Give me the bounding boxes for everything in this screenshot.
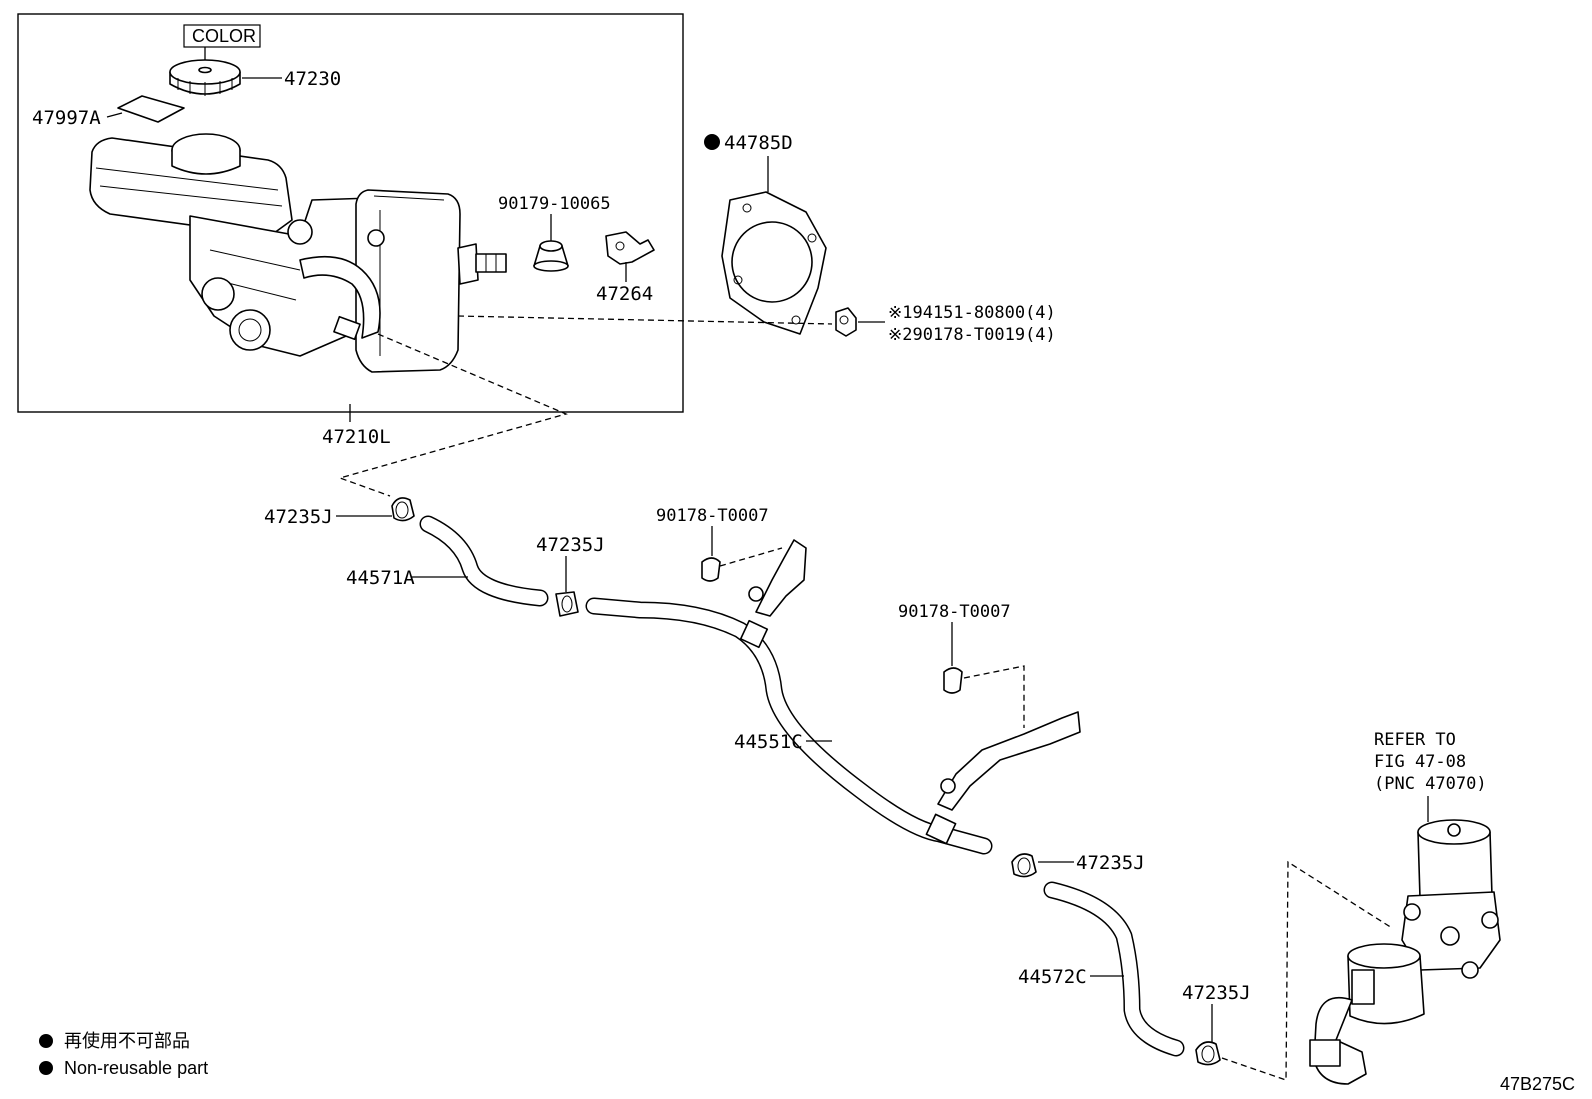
label-44572C: 44572C — [1018, 966, 1087, 988]
non-reusable-marker-icon — [704, 134, 720, 150]
color-tag: COLOR — [192, 26, 256, 46]
legend-line-en: Non-reusable part — [64, 1058, 208, 1078]
hose-clip-icon — [1195, 1041, 1221, 1066]
hose-clip-icon — [555, 591, 579, 617]
label-47235J-d: 47235J — [1182, 982, 1251, 1004]
label-47210L: 47210L — [322, 426, 391, 448]
label-44785D: 44785D — [724, 132, 793, 154]
figure-code: 47B275C — [1500, 1074, 1575, 1094]
hose-clip-icon — [391, 497, 415, 522]
legend-bullet-icon — [39, 1061, 53, 1075]
vacuum-pump-icon — [1309, 819, 1501, 1085]
bracket-icon — [605, 231, 655, 265]
tube-bracket-icon — [937, 711, 1081, 811]
vacuum-tube-44551C-icon — [585, 597, 993, 855]
hose-clip-icon — [1011, 853, 1037, 878]
reservoir-cap-icon — [169, 59, 241, 96]
nut-icon — [533, 240, 569, 272]
refer-note-line3: (PNC 47070) — [1374, 774, 1487, 794]
label-47235J-c: 47235J — [1076, 852, 1145, 874]
label-47997A: 47997A — [32, 107, 101, 129]
label-plate-icon — [117, 95, 185, 123]
label-47235J-a: 47235J — [264, 506, 333, 528]
label-44551C: 44551C — [734, 731, 803, 753]
refer-note-line1: REFER TO — [1374, 730, 1456, 750]
legend-line-jp: 再使用不可部品 — [64, 1031, 190, 1051]
brake-booster-assembly-icon — [89, 133, 507, 373]
label-44571A: 44571A — [346, 567, 415, 589]
flange-nut-icon — [835, 307, 857, 337]
label-47235J-b: 47235J — [536, 534, 605, 556]
label-94151-80800: ※194151-80800(4) — [888, 303, 1056, 323]
refer-note-line2: FIG 47-08 — [1374, 752, 1466, 772]
legend-bullet-icon — [39, 1034, 53, 1048]
label-90178-T0007-a: 90178-T0007 — [656, 506, 769, 526]
vacuum-hose-44571A-icon — [419, 515, 549, 607]
vacuum-hose-44572C-icon — [1043, 881, 1185, 1057]
label-47230: 47230 — [284, 68, 341, 90]
clip-nut-icon — [943, 667, 963, 694]
label-47264: 47264 — [596, 283, 653, 305]
gasket-icon — [721, 191, 827, 335]
label-90179-10065: 90179-10065 — [498, 194, 611, 214]
label-90178-T0007-b: 90178-T0007 — [898, 602, 1011, 622]
clip-nut-icon — [701, 557, 721, 582]
color-tag-box — [183, 24, 261, 48]
legend: 再使用不可部品 Non-reusable part — [39, 1031, 208, 1078]
tube-bracket-icon — [748, 539, 807, 617]
label-90178-T0019: ※290178-T0019(4) — [888, 325, 1056, 345]
